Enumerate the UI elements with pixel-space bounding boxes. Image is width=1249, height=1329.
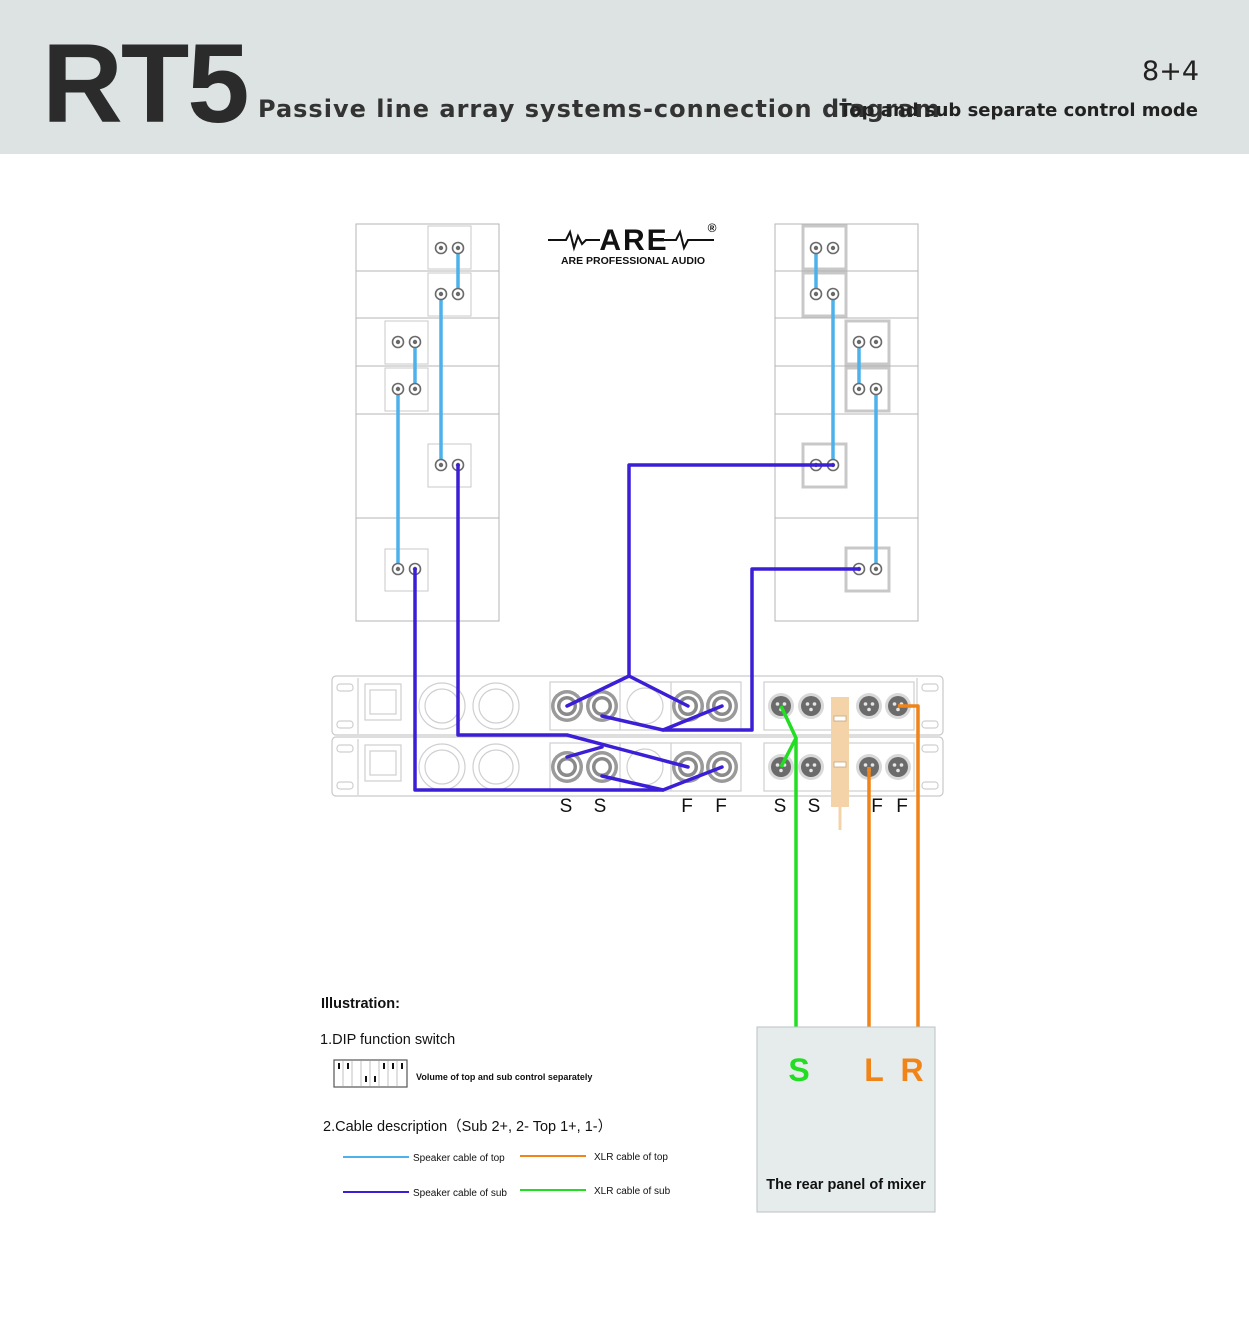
dip-switch-icon: [333, 1059, 408, 1088]
right-speaker-array: [774, 223, 919, 622]
header-banner: RT5 Passive line array systems-connectio…: [0, 0, 1249, 154]
sub-speaker-cables: [413, 463, 861, 792]
mixer-caption: The rear panel of mixer: [766, 1177, 926, 1193]
dip-title: 1.DIP function switch: [320, 1032, 455, 1048]
xlr-cables: [779, 704, 920, 1043]
config-label: 8+4: [1142, 56, 1199, 87]
dip-description: Volume of top and sub control separately: [416, 1072, 592, 1082]
dip-slot: [831, 697, 849, 830]
svg-text:F: F: [896, 796, 908, 817]
legend-sub-xlr: XLR cable of sub: [594, 1186, 671, 1197]
svg-text:S: S: [774, 796, 787, 817]
logo-waveform: [548, 229, 600, 252]
legend-top-xlr: XLR cable of top: [594, 1152, 668, 1163]
mixer-channel-r: R: [900, 1052, 923, 1088]
svg-text:S: S: [560, 796, 573, 817]
legend-sub-speaker: Speaker cable of sub: [413, 1188, 507, 1199]
registered-mark: ®: [708, 221, 717, 235]
svg-text:S: S: [594, 796, 607, 817]
mixer-channel-s: S: [788, 1052, 809, 1088]
legend-top-speaker: Speaker cable of top: [413, 1153, 505, 1164]
top-speaker-cables: [396, 246, 878, 571]
amplifier-rack: [331, 675, 944, 830]
mixer-channel-l: L: [864, 1052, 884, 1088]
illustration-title: Illustration:: [321, 996, 400, 1012]
svg-text:F: F: [715, 796, 727, 817]
diagram-subtitle: Passive line array systems-connection di…: [258, 95, 941, 123]
left-speaker-array: [355, 223, 500, 622]
logo-text: ARE: [599, 224, 668, 257]
cable-title: 2.Cable description（Sub 2+, 2- Top 1+, 1…: [323, 1118, 612, 1135]
mode-label: Top and sub separate control mode: [839, 100, 1198, 121]
brand-tagline: ARE PROFESSIONAL AUDIO: [561, 255, 705, 267]
illustration-legend: Illustration: 1.DIP function switch Volu…: [320, 996, 671, 1199]
brand-logo: ARE ® ARE PROFESSIONAL AUDIO: [548, 221, 717, 267]
mixer-rear-panel: S L R The rear panel of mixer: [756, 1026, 936, 1213]
svg-text:F: F: [871, 796, 883, 817]
svg-text:F: F: [681, 796, 693, 817]
amplifier-labels: S S F F S S F F: [560, 796, 908, 817]
model-title: RT5: [42, 21, 250, 146]
svg-text:S: S: [808, 796, 821, 817]
